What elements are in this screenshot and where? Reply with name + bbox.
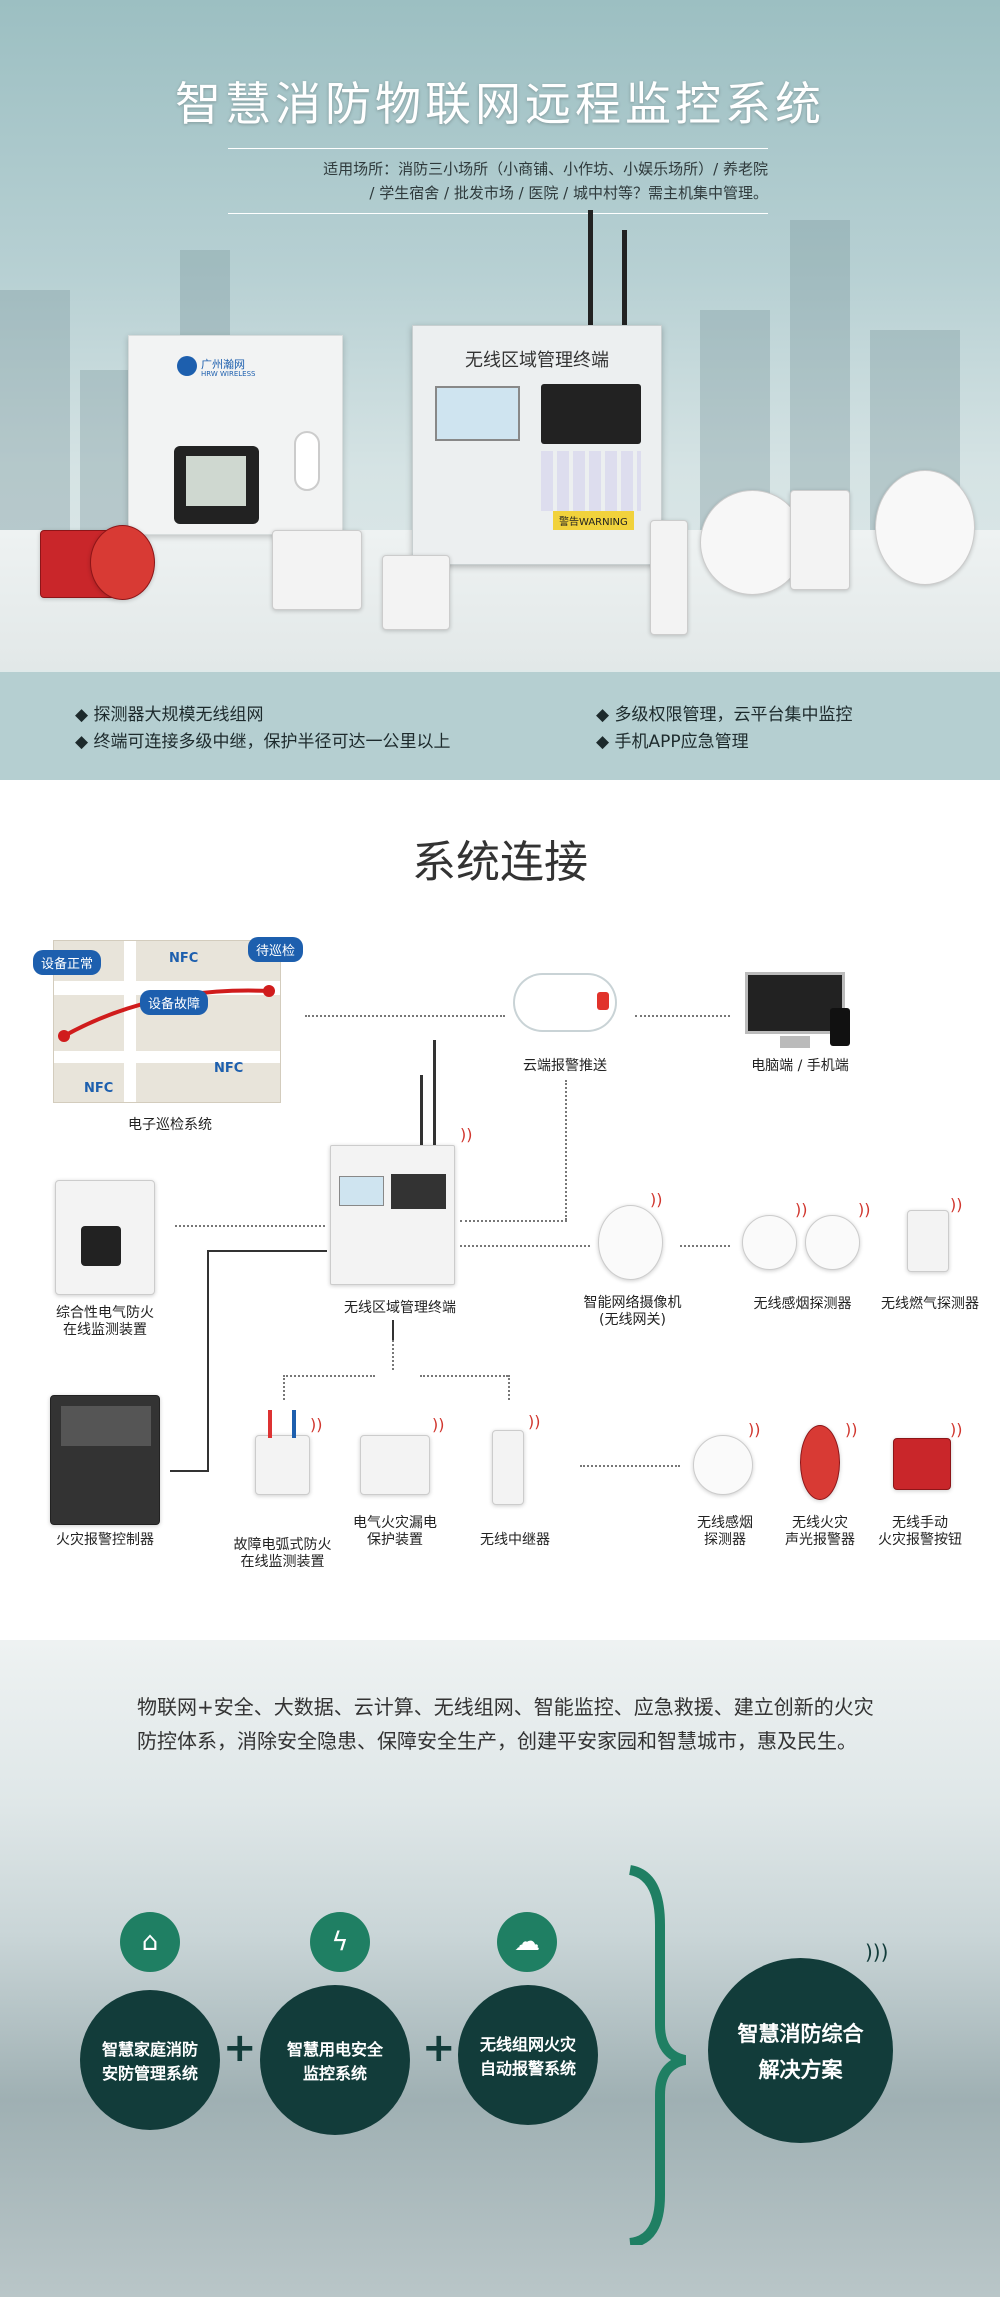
label-leak: 电气火灾漏电 保护装置 bbox=[353, 1515, 437, 1548]
signal-icon: )) bbox=[432, 1415, 445, 1434]
leakage-protector-device bbox=[272, 530, 362, 610]
phone-icon bbox=[830, 1008, 850, 1046]
electric-fire-device-icon bbox=[55, 1180, 155, 1295]
gas-detector-icon bbox=[907, 1210, 949, 1272]
hero-section: 智慧消防物联网远程监控系统 适用场所：消防三小场所（小商铺、小作坊、小娱乐场所）… bbox=[0, 0, 1000, 780]
smoke-detector-icon bbox=[693, 1435, 753, 1495]
system-section-title: 系统连接 bbox=[412, 837, 588, 888]
feature-item: ◆ 多级权限管理，云平台集中监控 bbox=[596, 705, 853, 725]
plus-sign: + bbox=[223, 2025, 257, 2071]
label-electric-fire: 综合性电气防火 在线监测装置 bbox=[56, 1305, 154, 1338]
scope-line-1: 适用场所：消防三小场所（小商铺、小作坊、小娱乐场所）/ 养老院 bbox=[323, 160, 768, 178]
terminal-screen-icon bbox=[435, 386, 520, 441]
brand-label: 广州瀚网 bbox=[201, 358, 245, 371]
antenna-icon bbox=[588, 210, 593, 325]
feature-item: ◆ 终端可连接多级中继，保护半径可达一公里以上 bbox=[75, 732, 451, 752]
signal-icon: )) bbox=[795, 1200, 808, 1219]
status-badge-normal: 设备正常 bbox=[33, 950, 102, 975]
relay-device-icon bbox=[492, 1430, 524, 1505]
feature-item: ◆ 探测器大规模无线组网 bbox=[75, 705, 264, 725]
label-terminal: 无线区域管理终端 bbox=[344, 1300, 456, 1316]
scope-text: 适用场所：消防三小场所（小商铺、小作坊、小娱乐场所）/ 养老院 / 学生宿舍 /… bbox=[228, 148, 768, 214]
signal-icon: )) bbox=[950, 1195, 963, 1214]
bottom-description: 物联网+安全、大数据、云计算、无线组网、智能监控、应急救援、建立创新的火灾防控体… bbox=[137, 1695, 874, 1753]
buttons-icon bbox=[541, 451, 641, 511]
signal-icon: )) bbox=[310, 1415, 323, 1434]
label-cloud: 云端报警推送 bbox=[523, 1058, 607, 1074]
label-alarm: 无线火灾 声光报警器 bbox=[785, 1515, 855, 1548]
fire-alarm-controller-icon bbox=[50, 1395, 160, 1525]
circle-home-fire: 智慧家庭消防安防管理系统 bbox=[80, 1990, 220, 2130]
label-pc: 电脑端 / 手机端 bbox=[751, 1058, 849, 1074]
solution-circle: 智慧消防综合解决方案 bbox=[708, 1958, 893, 2143]
nfc-icon: NFC bbox=[214, 1061, 244, 1076]
monitor-stand-icon bbox=[780, 1036, 810, 1048]
circle-electric-safety: 智慧用电安全监控系统 bbox=[260, 1985, 410, 2135]
leakage-device-icon bbox=[360, 1435, 430, 1495]
signal-arcs-icon: ))) bbox=[865, 1940, 889, 1964]
terminal-device-icon bbox=[330, 1145, 455, 1285]
page-title: 智慧消防物联网远程监控系统 bbox=[175, 77, 825, 131]
signal-icon: )) bbox=[950, 1420, 963, 1439]
lcd-screen-icon bbox=[174, 446, 259, 524]
cloud-signal-icon: ☁ bbox=[497, 1912, 557, 1972]
label-patrol: 电子巡检系统 bbox=[128, 1117, 212, 1133]
plus-sign: + bbox=[422, 2025, 456, 2071]
relay-device bbox=[650, 520, 688, 635]
gas-detector-device bbox=[790, 490, 850, 590]
nfc-icon: NFC bbox=[84, 1081, 114, 1096]
label-button: 无线手动 火灾报警按钮 bbox=[878, 1515, 962, 1548]
arc-fault-device-icon bbox=[255, 1435, 310, 1495]
manual-alarm-button-icon bbox=[893, 1438, 951, 1490]
camera-device bbox=[875, 470, 975, 585]
smart-home-icon: ⌂ bbox=[120, 1912, 180, 1972]
monitor-icon bbox=[745, 972, 845, 1034]
bottom-section: 物联网+安全、大数据、云计算、无线组网、智能监控、应急救援、建立创新的火灾防控体… bbox=[0, 1640, 1000, 2297]
signal-icon: )) bbox=[748, 1420, 761, 1439]
label-relay: 无线中继器 bbox=[480, 1532, 550, 1548]
label-arc: 故障电弧式防火 在线监测装置 bbox=[233, 1537, 332, 1570]
circle-wireless-alarm: 无线组网火灾自动报警系统 bbox=[458, 1985, 598, 2125]
feature-item: ◆ 手机APP应急管理 bbox=[596, 732, 749, 752]
label-smoke: 无线感烟探测器 bbox=[753, 1296, 852, 1312]
terminal-title: 无线区域管理终端 bbox=[465, 350, 609, 371]
scope-line-2: / 学生宿舍 / 批发市场 / 医院 / 城中村等？需主机集中管理。 bbox=[369, 184, 768, 202]
antenna-icon bbox=[622, 230, 627, 325]
sound-light-alarm-device bbox=[90, 525, 155, 600]
arc-fault-device bbox=[382, 555, 450, 630]
antenna-icon bbox=[420, 1075, 423, 1145]
brand-logo-icon bbox=[177, 356, 197, 376]
signal-icon: )) bbox=[460, 1125, 473, 1144]
status-badge-pending: 待巡检 bbox=[248, 937, 304, 962]
signal-icon: )) bbox=[528, 1412, 541, 1431]
status-badge-fault: 设备故障 bbox=[140, 990, 209, 1015]
label-smoke2: 无线感烟 探测器 bbox=[697, 1515, 753, 1548]
alarm-light-icon bbox=[597, 992, 609, 1010]
label-camera: 智能网络摄像机 (无线网关) bbox=[583, 1295, 682, 1328]
signal-icon: )) bbox=[845, 1420, 858, 1439]
label-fire-panel: 火灾报警控制器 bbox=[56, 1532, 154, 1548]
keypad-icon bbox=[541, 384, 641, 444]
sound-light-alarm-icon bbox=[800, 1425, 840, 1500]
warning-label: 警告WARNING bbox=[553, 511, 634, 530]
wireless-terminal-device: 无线区域管理终端 警告WARNING bbox=[412, 325, 662, 565]
network-camera-icon bbox=[598, 1205, 663, 1280]
antenna-icon bbox=[433, 1040, 436, 1145]
features-bar: ◆ 探测器大规模无线组网 ◆ 终端可连接多级中继，保护半径可达一公里以上 ◆ 多… bbox=[0, 672, 1000, 780]
signal-icon: )) bbox=[858, 1200, 871, 1219]
signal-icon: )) bbox=[650, 1190, 663, 1209]
nfc-icon: NFC bbox=[169, 951, 199, 966]
smoke-detector-icon bbox=[805, 1215, 860, 1270]
brace-icon bbox=[628, 1865, 687, 2245]
brand-en-label: HRW WIRELESS bbox=[201, 370, 256, 378]
handle-icon bbox=[294, 431, 320, 491]
lightning-icon: ϟ bbox=[310, 1912, 370, 1972]
electric-fire-monitor-device: 广州瀚网 HRW WIRELESS bbox=[128, 335, 343, 535]
smoke-detector-icon bbox=[742, 1215, 797, 1270]
label-gas: 无线燃气探测器 bbox=[881, 1296, 979, 1312]
